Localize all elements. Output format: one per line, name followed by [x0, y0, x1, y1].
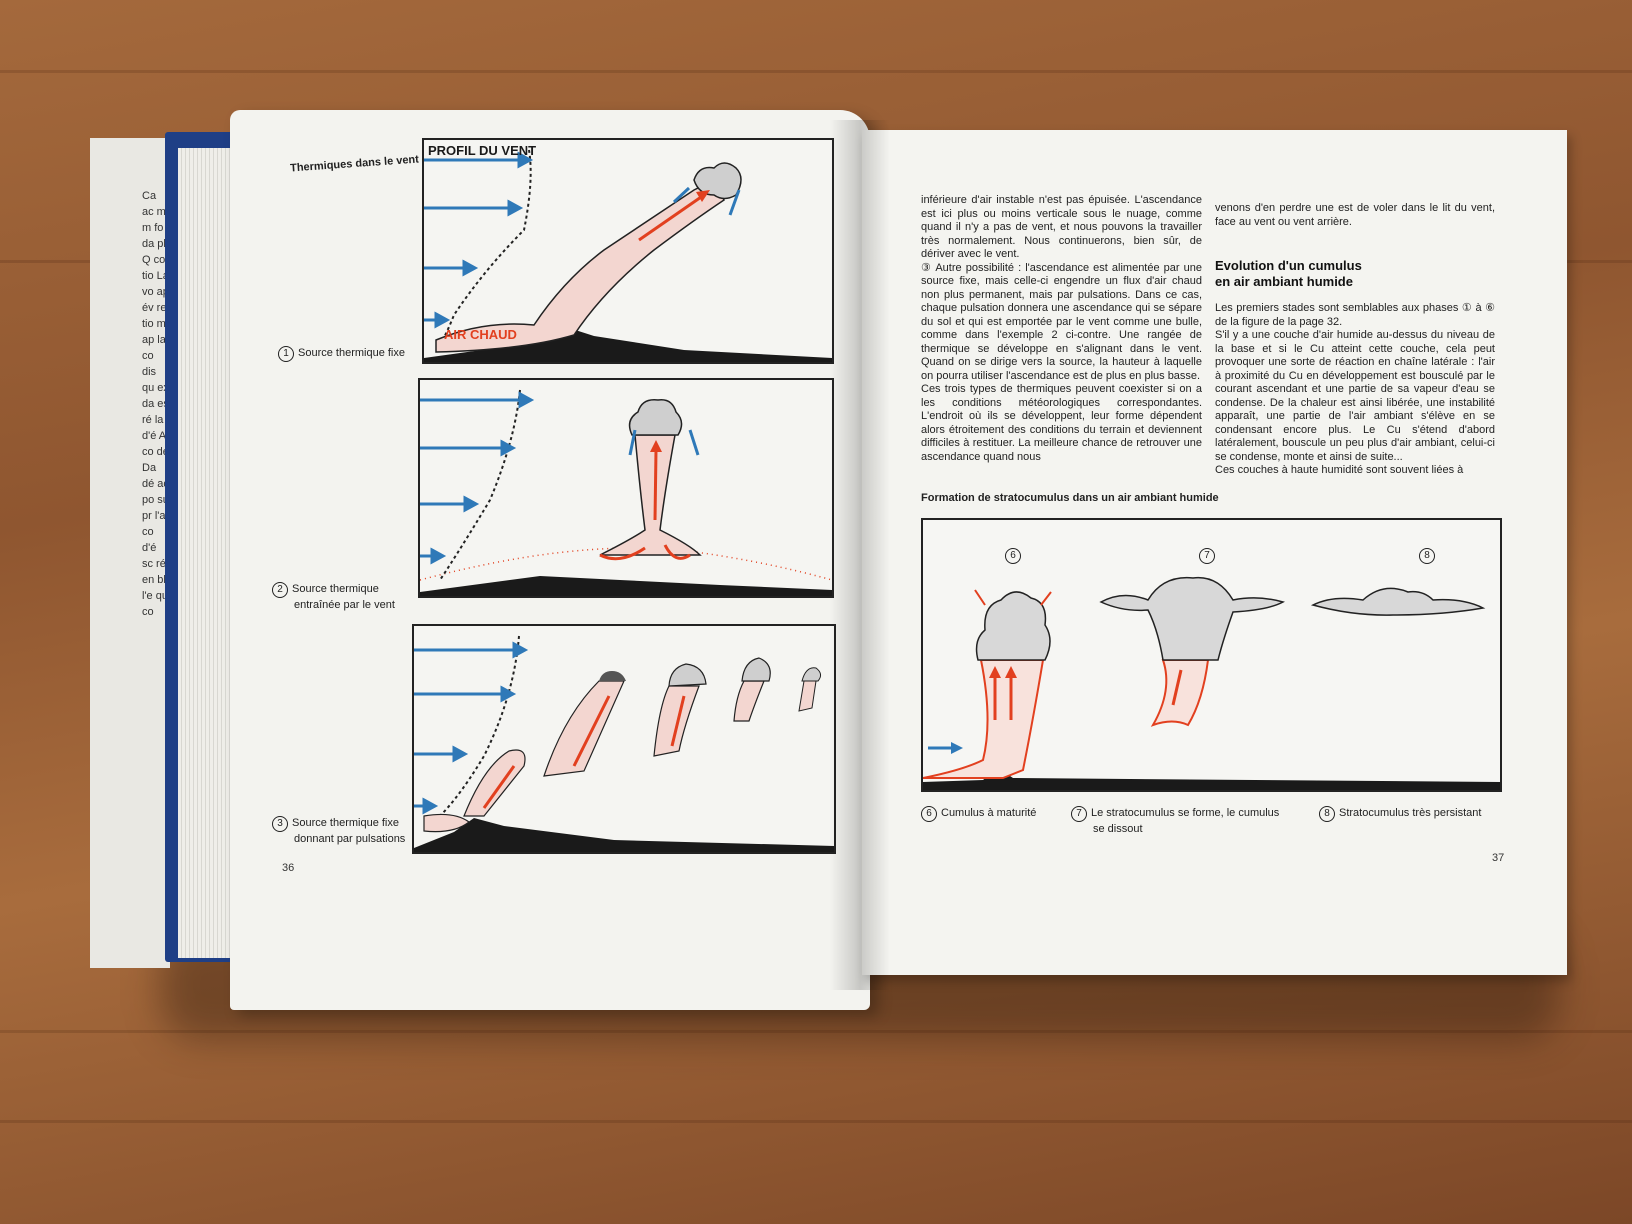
caption-line-1: Le stratocumulus se forme, le cumulus [1091, 807, 1279, 819]
caption-line-1: Source thermique [292, 583, 379, 595]
wood-grain [0, 1120, 1632, 1123]
heading-line-2: en air ambiant humide [1215, 274, 1353, 289]
text-column-1: inférieure d'air instable n'est pas épui… [921, 194, 1202, 464]
heading-line-1: Evolution d'un cumulus [1215, 258, 1362, 273]
stage-number: 8 [1419, 548, 1435, 564]
right-caption-7: 7 Le stratocumulus se forme, le cumulus se… [1071, 806, 1279, 836]
caption-text: Cumulus à maturité [941, 807, 1036, 819]
page-edges [178, 148, 230, 958]
left-page: Thermiques dans le vent PROFIL DU VENT A… [230, 110, 870, 1010]
caption-3: 3 Source thermique fixe donnant par pulsat… [272, 816, 405, 846]
caption-number: 1 [278, 346, 294, 362]
stratocumulus-diagram: 6 7 8 [921, 518, 1502, 792]
caption-number: 2 [272, 582, 288, 598]
paragraph: inférieure d'air instable n'est pas épui… [921, 194, 1202, 262]
diagram-panel-2 [418, 378, 834, 598]
caption-text: Source thermique fixe [298, 347, 405, 359]
figure-title: Thermiques dans le vent [290, 154, 420, 175]
caption-number: 6 [921, 806, 937, 822]
stage-label-7: 7 [1199, 548, 1219, 564]
warm-air-label: AIR CHAUD [444, 328, 517, 342]
diagram-panel-1: PROFIL DU VENT AIR CHAUD [422, 138, 834, 364]
text-column-2: Les premiers stades sont semblables aux … [1215, 302, 1495, 478]
paragraph: Les premiers stades sont semblables aux … [1215, 302, 1495, 329]
caption-number: 8 [1319, 806, 1335, 822]
wood-grain [0, 70, 1632, 73]
caption-text: Stratocumulus très persistant [1339, 807, 1481, 819]
stage-number: 7 [1199, 548, 1215, 564]
figure-title-right: Formation de stratocumulus dans un air a… [921, 492, 1219, 504]
diagram-panel-3 [412, 624, 836, 854]
stage-label-8: 8 [1419, 548, 1439, 564]
right-caption-6: 6 Cumulus à maturité [921, 806, 1036, 822]
right-caption-8: 8 Stratocumulus très persistant [1319, 806, 1481, 822]
caption-line-2: entraînée par le vent [294, 599, 395, 611]
caption-line-1: Source thermique fixe [292, 817, 399, 829]
caption-number: 7 [1071, 806, 1087, 822]
paragraph: S'il y a une couche d'air humide au-dess… [1215, 329, 1495, 464]
page-number-right: 37 [1492, 852, 1504, 864]
page-number-left: 36 [282, 862, 294, 874]
caption-line-2: se dissout [1093, 823, 1143, 835]
text-column-2-top: venons d'en perdre une est de voler dans… [1215, 202, 1495, 229]
caption-2: 2 Source thermique entraînée par le vent [272, 582, 395, 612]
paragraph: ③ Autre possibilité : l'ascendance est a… [921, 262, 1202, 384]
back-cover-page: Ca ac m m fo da pl Q co tio La vo ap év … [90, 138, 170, 968]
wind-profile-label: PROFIL DU VENT [428, 144, 536, 158]
paragraph: Ces trois types de thermiques peuvent co… [921, 383, 1202, 464]
stage-label-6: 6 [1005, 548, 1025, 564]
book-gutter [830, 120, 890, 990]
paragraph: Ces couches à haute humidité sont souven… [1215, 464, 1495, 478]
stage-number: 6 [1005, 548, 1021, 564]
caption-1: 1 Source thermique fixe [278, 346, 405, 362]
thermal-diagram-3 [414, 626, 834, 852]
caption-number: 3 [272, 816, 288, 832]
thermal-diagram-2 [420, 380, 832, 596]
caption-line-2: donnant par pulsations [294, 833, 405, 845]
